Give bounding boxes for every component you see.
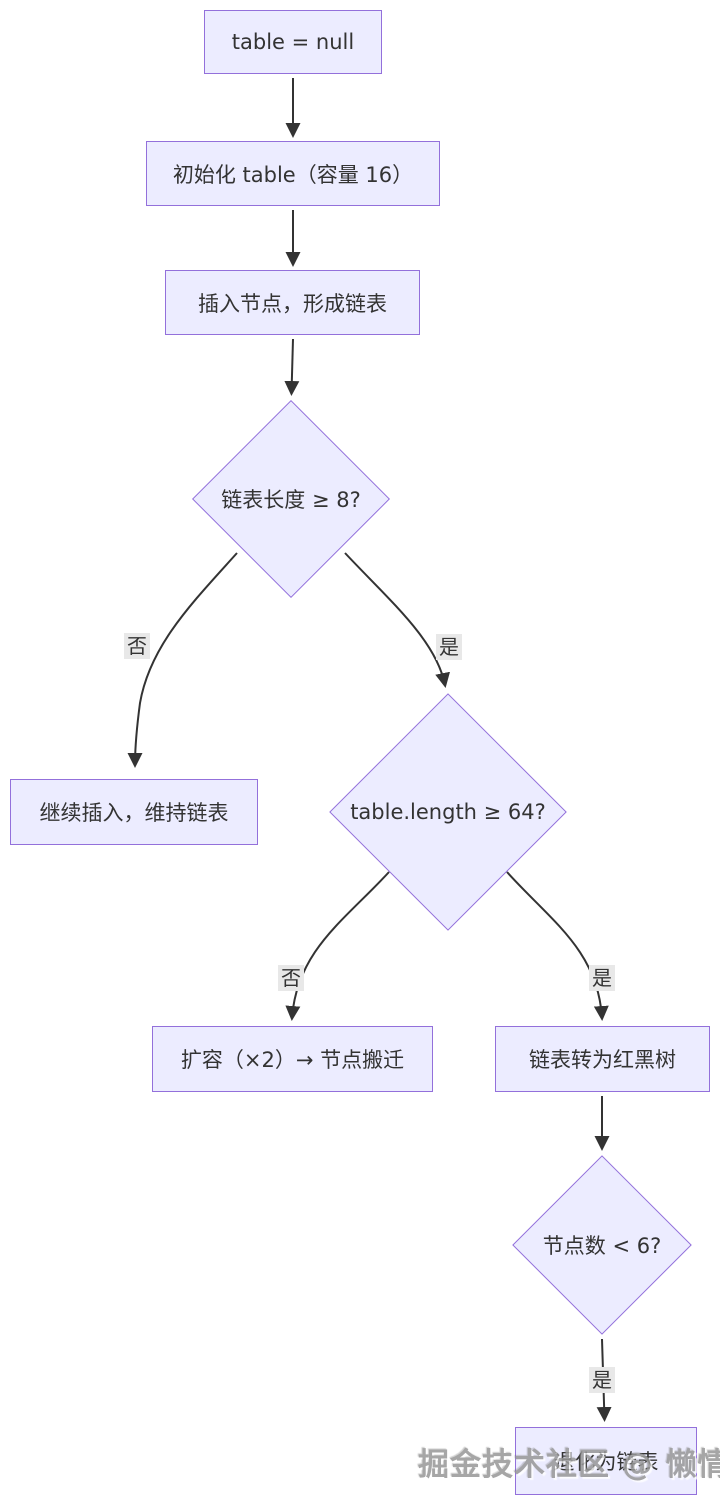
node-label: 初始化 table（容量 16） bbox=[172, 162, 414, 187]
edge-checklength-keeplist bbox=[127, 552, 238, 768]
node-table-null: table = null bbox=[204, 10, 382, 74]
node-label: 插入节点，形成链表 bbox=[198, 291, 387, 316]
node-init-table: 初始化 table（容量 16） bbox=[146, 141, 440, 206]
node-keep-list: 继续插入，维持链表 bbox=[10, 779, 258, 845]
node-label: 继续插入，维持链表 bbox=[39, 801, 229, 825]
edge-checkcapacity-resize bbox=[285, 871, 390, 1021]
node-label: 链表长度 ≥ 8? bbox=[221, 488, 361, 512]
edge-insert-checklength bbox=[284, 338, 300, 396]
node-insert-nodes: 插入节点，形成链表 bbox=[165, 270, 420, 335]
node-label: 扩容（×2）→ 节点搬迁 bbox=[180, 1048, 405, 1072]
edge-label-no: 否 bbox=[278, 965, 304, 991]
edge-checklength-checkcapacity bbox=[344, 552, 450, 688]
edge-label-no: 否 bbox=[124, 633, 150, 659]
decision-table-capacity: table.length ≥ 64? bbox=[329, 693, 567, 931]
node-treeify: 链表转为红黑树 bbox=[495, 1026, 710, 1092]
node-untreeify: 退化为链表 bbox=[515, 1427, 697, 1495]
decision-list-length: 链表长度 ≥ 8? bbox=[192, 400, 390, 598]
node-label: 链表转为红黑树 bbox=[529, 1048, 676, 1072]
decision-node-count: 节点数 < 6? bbox=[512, 1155, 692, 1335]
edge-checkcapacity-treeify bbox=[506, 871, 609, 1021]
node-label: table.length ≥ 64? bbox=[350, 800, 546, 824]
node-resize: 扩容（×2）→ 节点搬迁 bbox=[152, 1026, 433, 1092]
watermark: 掘金技术社区 @ 懒情蜗牛 bbox=[418, 1447, 720, 1483]
node-label: 节点数 < 6? bbox=[542, 1234, 662, 1258]
edge-label-yes: 是 bbox=[589, 1367, 615, 1393]
node-label: 退化为链表 bbox=[553, 1450, 659, 1474]
edge-label-yes: 是 bbox=[436, 634, 462, 660]
edge-label-yes: 是 bbox=[589, 965, 615, 991]
node-label: table = null bbox=[231, 30, 355, 54]
